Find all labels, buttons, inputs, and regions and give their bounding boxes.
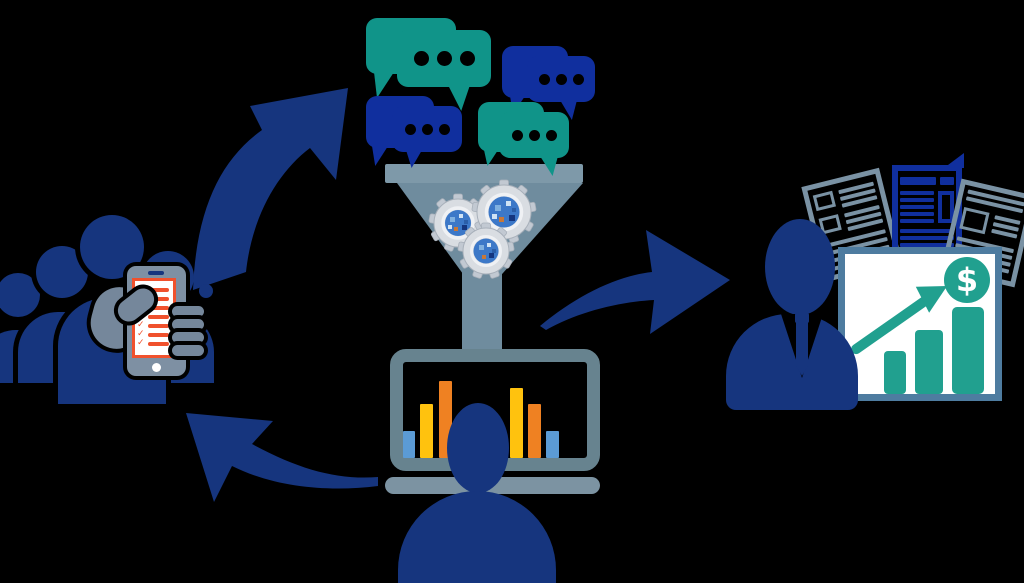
checklist-line <box>148 342 169 346</box>
person-head-icon <box>0 273 40 317</box>
typing-dot <box>545 129 557 141</box>
tie-blade <box>796 322 808 376</box>
typing-dot <box>436 51 452 66</box>
checklist-line <box>148 315 169 319</box>
checklist-line <box>140 288 169 292</box>
funnel-icon <box>397 183 583 274</box>
analyst-head <box>447 403 509 493</box>
paper-figure <box>959 206 990 235</box>
checkmark-icon: ✓ <box>137 329 145 339</box>
typing-dot <box>413 51 429 66</box>
growth-bar <box>952 307 984 394</box>
typing-dot <box>572 73 584 85</box>
dashboard-bar-blue <box>546 431 559 458</box>
typing-dot <box>438 123 450 135</box>
person-head-icon <box>36 246 88 298</box>
typing-dot <box>555 73 567 85</box>
typing-dot <box>511 129 523 141</box>
checkmark-icon: ✓ <box>137 320 145 330</box>
paper-figure <box>938 191 954 223</box>
chat-bubble-tail <box>372 146 388 166</box>
cycle-arrow-dot <box>199 284 213 298</box>
phone-home-button <box>152 363 161 372</box>
funnel-rim <box>385 164 583 183</box>
paper-figure <box>812 190 837 212</box>
checkmark-icon: ✓ <box>137 338 145 348</box>
dashboard-bar-blue <box>403 431 415 458</box>
typing-dot <box>421 123 433 135</box>
tie-knot <box>795 313 809 323</box>
cycle-arrow-up-icon <box>193 88 348 290</box>
chat-bubble-front <box>392 106 462 152</box>
businessman-head <box>765 219 835 315</box>
cycle-arrow-left-icon <box>186 413 378 502</box>
chat-bubble-front <box>397 30 491 87</box>
checklist-line <box>148 333 169 337</box>
chat-bubble-front <box>527 56 595 102</box>
growth-bar <box>915 330 943 394</box>
chat-bubble-front <box>499 112 569 158</box>
growth-bar <box>884 351 906 394</box>
finger-icon <box>172 319 204 330</box>
chat-bubble-tail <box>374 72 394 98</box>
finger-icon <box>172 332 204 343</box>
checklist-line <box>148 306 169 310</box>
finger-icon <box>172 306 204 317</box>
dashboard-bar-yellow <box>510 388 523 458</box>
cycle-arrow-right-icon <box>540 230 730 334</box>
typing-dot <box>528 129 540 141</box>
checkmark-icon: ✓ <box>137 311 145 321</box>
finger-icon <box>172 345 204 356</box>
phone-speaker <box>148 271 164 275</box>
typing-dot <box>404 123 416 135</box>
funnel-stem <box>462 272 502 352</box>
dashboard-bar-orange <box>528 404 541 458</box>
checklist-line <box>148 324 169 328</box>
dashboard-bar-yellow <box>420 404 433 458</box>
analyst-shoulders <box>398 491 556 583</box>
dollar-coin-icon: $ <box>944 257 990 303</box>
typing-dot <box>538 73 550 85</box>
typing-dot <box>459 51 475 66</box>
dollar-sign: $ <box>955 261 979 299</box>
